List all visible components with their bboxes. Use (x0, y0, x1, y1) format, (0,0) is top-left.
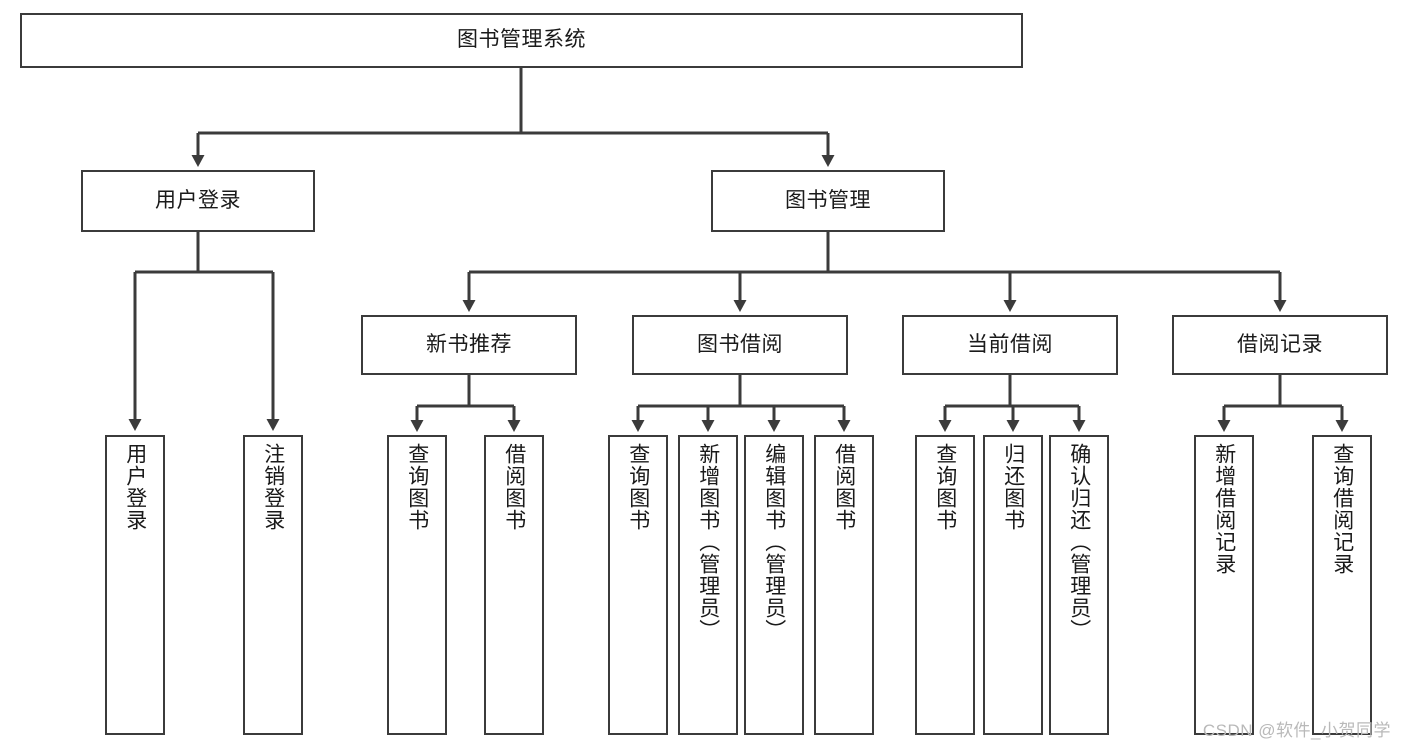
leaf-query-book-2[interactable]: 查询图书 (608, 435, 668, 735)
node-current-borrow[interactable]: 当前借阅 (902, 315, 1118, 375)
node-book-management[interactable]: 图书管理 (711, 170, 945, 232)
leaf-user-logout-label: 注销登录 (261, 443, 285, 531)
leaf-return-book-label: 归还图书 (1001, 443, 1025, 531)
leaf-borrow-book-1[interactable]: 借阅图书 (484, 435, 544, 735)
leaf-query-borrow-record[interactable]: 查询借阅记录 (1312, 435, 1372, 735)
watermark-text: CSDN @软件_小贺同学 (1202, 721, 1391, 740)
leaf-add-book-admin-label: 新增图书（管理员） (696, 443, 720, 641)
leaf-borrow-book-2[interactable]: 借阅图书 (814, 435, 874, 735)
leaf-borrow-book-1-label: 借阅图书 (502, 443, 526, 531)
node-current-borrow-label: 当前借阅 (967, 332, 1053, 356)
leaf-query-book-1-label: 查询图书 (405, 443, 429, 531)
leaf-edit-book-admin[interactable]: 编辑图书（管理员） (744, 435, 804, 735)
node-user-login-label: 用户登录 (155, 188, 241, 212)
leaf-query-book-3[interactable]: 查询图书 (915, 435, 975, 735)
root-node[interactable]: 图书管理系统 (20, 13, 1023, 68)
leaf-query-book-2-label: 查询图书 (626, 443, 650, 531)
leaf-confirm-return-admin[interactable]: 确认归还（管理员） (1049, 435, 1109, 735)
leaf-add-book-admin[interactable]: 新增图书（管理员） (678, 435, 738, 735)
leaf-query-borrow-record-label: 查询借阅记录 (1330, 443, 1354, 575)
node-user-login[interactable]: 用户登录 (81, 170, 315, 232)
leaf-query-book-1[interactable]: 查询图书 (387, 435, 447, 735)
leaf-query-book-3-label: 查询图书 (933, 443, 957, 531)
leaf-confirm-return-admin-label: 确认归还（管理员） (1067, 443, 1091, 641)
root-node-label: 图书管理系统 (457, 28, 586, 52)
node-new-book-recommend-label: 新书推荐 (426, 332, 512, 356)
leaf-user-logout[interactable]: 注销登录 (243, 435, 303, 735)
node-borrow-record-label: 借阅记录 (1237, 332, 1323, 356)
node-book-borrow[interactable]: 图书借阅 (632, 315, 848, 375)
node-book-management-label: 图书管理 (785, 188, 871, 212)
leaf-add-borrow-record[interactable]: 新增借阅记录 (1194, 435, 1254, 735)
leaf-return-book[interactable]: 归还图书 (983, 435, 1043, 735)
leaf-add-borrow-record-label: 新增借阅记录 (1212, 443, 1236, 575)
node-new-book-recommend[interactable]: 新书推荐 (361, 315, 577, 375)
node-book-borrow-label: 图书借阅 (697, 332, 783, 356)
leaf-user-login[interactable]: 用户登录 (105, 435, 165, 735)
node-borrow-record[interactable]: 借阅记录 (1172, 315, 1388, 375)
leaf-user-login-label: 用户登录 (123, 443, 147, 531)
leaf-edit-book-admin-label: 编辑图书（管理员） (762, 443, 786, 641)
leaf-borrow-book-2-label: 借阅图书 (832, 443, 856, 531)
